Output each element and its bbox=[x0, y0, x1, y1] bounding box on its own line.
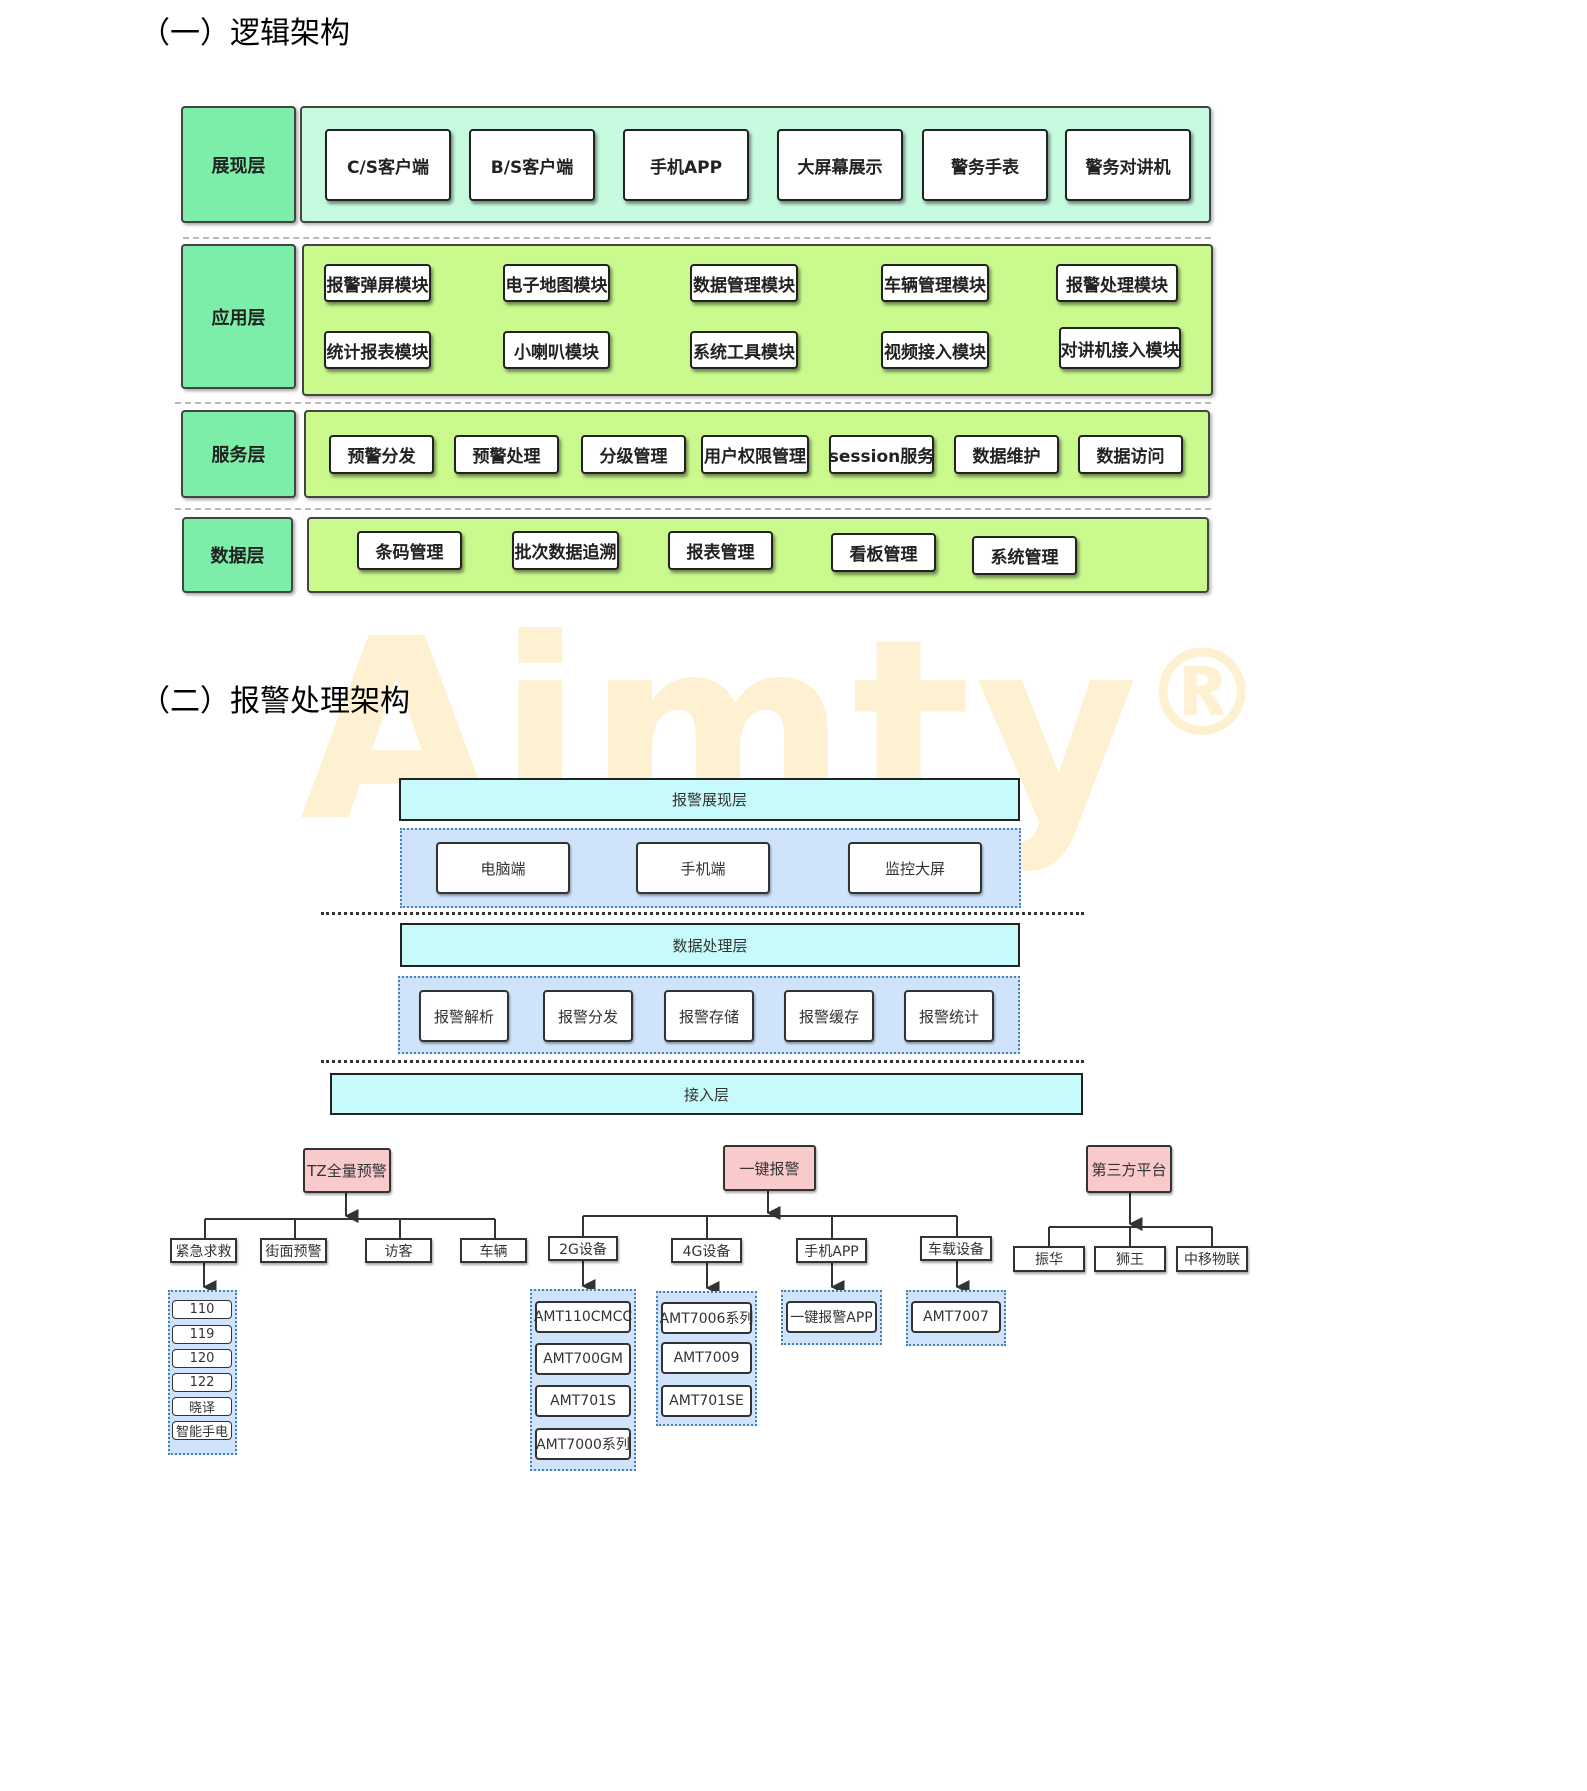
category-emergency-help: 紧急求救 bbox=[170, 1238, 237, 1263]
module-data-management: 数据管理模块 bbox=[690, 264, 798, 302]
category-shiwang: 狮王 bbox=[1094, 1246, 1166, 1272]
module-alarm-handling: 报警处理模块 bbox=[1056, 264, 1178, 302]
category-visitor: 访客 bbox=[365, 1238, 432, 1263]
device-amt7009: AMT7009 bbox=[661, 1342, 752, 1374]
device-119: 119 bbox=[172, 1325, 232, 1344]
layer-bar-alarm-display: 报警展现层 bbox=[399, 778, 1020, 821]
layer-label-data: 数据层 bbox=[182, 517, 293, 593]
data-system-management: 系统管理 bbox=[972, 536, 1077, 575]
category-zhenhua: 振华 bbox=[1013, 1246, 1085, 1272]
layer-separator bbox=[175, 402, 1211, 404]
device-amt7000-series: AMT7000系列 bbox=[535, 1428, 631, 1460]
layer-panel-display bbox=[300, 106, 1211, 223]
module-police-walkie-talkie: 警务对讲机 bbox=[1065, 129, 1191, 201]
section1-title: （一）逻辑架构 bbox=[140, 16, 350, 51]
display-mobile: 手机端 bbox=[636, 842, 770, 894]
device-xiaoyi: 晓译 bbox=[172, 1397, 232, 1416]
layer-separator bbox=[183, 237, 1211, 239]
layer-separator bbox=[321, 1060, 1084, 1063]
module-alarm-popup: 报警弹屏模块 bbox=[324, 264, 431, 302]
module-statistics-report: 统计报表模块 bbox=[324, 331, 431, 369]
module-loudspeaker: 小喇叭模块 bbox=[503, 331, 610, 369]
layer-bar-data-processing: 数据处理层 bbox=[400, 923, 1020, 967]
layer-label-application: 应用层 bbox=[181, 244, 296, 389]
module-cs-client: C/S客户端 bbox=[325, 129, 451, 201]
service-data-access: 数据访问 bbox=[1078, 435, 1183, 474]
layer-separator bbox=[175, 508, 1211, 510]
module-video-access: 视频接入模块 bbox=[881, 331, 989, 369]
process-alarm-statistics: 报警统计 bbox=[904, 990, 994, 1042]
module-bs-client: B/S客户端 bbox=[469, 129, 595, 201]
layer-label-service: 服务层 bbox=[181, 410, 296, 498]
source-third-party-platform: 第三方平台 bbox=[1086, 1145, 1172, 1193]
layer-bar-access: 接入层 bbox=[330, 1073, 1083, 1115]
source-tz-full-alert: TZ全量预警 bbox=[303, 1148, 391, 1193]
data-report-management: 报表管理 bbox=[668, 531, 773, 570]
module-big-screen: 大屏幕展示 bbox=[777, 129, 903, 201]
category-street-alert: 街面预警 bbox=[260, 1238, 327, 1263]
module-intercom-access: 对讲机接入模块 bbox=[1059, 327, 1181, 369]
process-alarm-dispatch: 报警分发 bbox=[543, 990, 633, 1042]
module-police-watch: 警务手表 bbox=[922, 129, 1048, 201]
module-e-map: 电子地图模块 bbox=[503, 264, 610, 302]
module-vehicle-management: 车辆管理模块 bbox=[881, 264, 989, 302]
category-china-mobile-iot: 中移物联 bbox=[1176, 1246, 1248, 1272]
service-tiered-management: 分级管理 bbox=[581, 435, 686, 474]
data-barcode-management: 条码管理 bbox=[357, 531, 462, 570]
process-alarm-parse: 报警解析 bbox=[419, 990, 509, 1042]
process-alarm-cache: 报警缓存 bbox=[784, 990, 874, 1042]
section2-title: （二）报警处理架构 bbox=[140, 684, 410, 719]
display-pc: 电脑端 bbox=[436, 842, 570, 894]
source-one-key-alarm: 一键报警 bbox=[723, 1145, 816, 1191]
category-vehicle-device: 车载设备 bbox=[920, 1236, 992, 1261]
data-batch-traceability: 批次数据追溯 bbox=[512, 531, 619, 570]
layer-label-display: 展现层 bbox=[181, 106, 296, 223]
device-122: 122 bbox=[172, 1373, 232, 1392]
device-110: 110 bbox=[172, 1300, 232, 1319]
module-system-tools: 系统工具模块 bbox=[690, 331, 798, 369]
service-session: session服务 bbox=[829, 435, 934, 474]
category-vehicle: 车辆 bbox=[460, 1238, 527, 1263]
service-user-permissions: 用户权限管理 bbox=[701, 435, 809, 474]
device-120: 120 bbox=[172, 1349, 232, 1368]
device-amt110cmcc: AMT110CMCC bbox=[534, 1301, 632, 1333]
display-monitor-screen: 监控大屏 bbox=[848, 842, 982, 894]
service-alert-dispatch: 预警分发 bbox=[329, 435, 434, 474]
device-amt701se: AMT701SE bbox=[661, 1385, 752, 1417]
module-mobile-app: 手机APP bbox=[623, 129, 749, 201]
category-2g-device: 2G设备 bbox=[548, 1236, 618, 1261]
device-one-key-alarm-app: 一键报警APP bbox=[786, 1301, 877, 1333]
category-4g-device: 4G设备 bbox=[671, 1238, 742, 1263]
device-amt700gm: AMT700GM bbox=[535, 1343, 631, 1375]
device-amt7006-series: AMT7006系列 bbox=[660, 1302, 753, 1334]
device-amt7007: AMT7007 bbox=[911, 1301, 1001, 1333]
service-alert-handling: 预警处理 bbox=[454, 435, 559, 474]
device-amt701s: AMT701S bbox=[535, 1385, 631, 1417]
layer-separator bbox=[321, 912, 1084, 915]
data-kanban-management: 看板管理 bbox=[831, 533, 936, 572]
service-data-maintenance: 数据维护 bbox=[954, 435, 1059, 474]
category-mobile-app: 手机APP bbox=[796, 1238, 867, 1263]
process-alarm-storage: 报警存储 bbox=[664, 990, 754, 1042]
device-smart-flashlight: 智能手电 bbox=[172, 1421, 232, 1440]
